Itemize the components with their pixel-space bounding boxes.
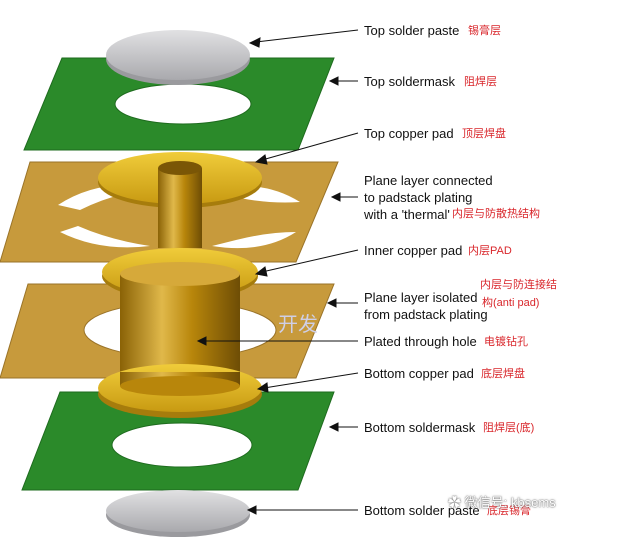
- top-copper-pad: [98, 152, 262, 248]
- label-plane-isolated-line2: from padstack plating: [364, 307, 488, 322]
- background-watermark: 开发: [278, 314, 318, 336]
- label-bottom-soldermask: Bottom soldermask: [364, 420, 476, 435]
- label-bottom-copper-pad: Bottom copper pad: [364, 366, 474, 381]
- label-plated-through-hole-cn: 电镀钻孔: [484, 336, 528, 348]
- label-plane-connected-line2: to padstack plating: [364, 190, 473, 205]
- label-bottom-copper-pad-cn: 底层焊盘: [481, 368, 525, 380]
- top-solder-paste-disc: [106, 30, 250, 85]
- label-plane-isolated-cn-line2: 构(anti pad): [482, 297, 540, 309]
- label-top-solder-paste: Top solder paste: [364, 23, 460, 38]
- label-inner-copper-pad: Inner copper pad: [364, 243, 463, 258]
- label-bottom-soldermask-cn: 阻焊层(底): [483, 422, 535, 434]
- label-plane-connected-line3: with a 'thermal': [364, 207, 450, 222]
- label-plane-isolated-line1: Plane layer isolated: [364, 290, 478, 305]
- label-top-solder-paste-cn: 锡膏层: [468, 25, 501, 37]
- label-top-copper-pad: Top copper pad: [364, 126, 454, 141]
- bottom-soldermask-layer: [21, 391, 335, 491]
- leader-arrows: [196, 29, 359, 515]
- wechat-icon: ✿: [448, 495, 462, 510]
- label-plane-connected-cn: 内层与防散热结构: [452, 208, 540, 220]
- label-bottom-solder-paste: Bottom solder paste: [364, 503, 480, 518]
- label-bottom-solder-paste-cn: 底层锡膏: [487, 505, 531, 517]
- wechat-watermark: ✿ 微信号: kbsems: [448, 492, 556, 511]
- label-plane-isolated-cn-line1: 内层与防连接结: [480, 279, 557, 291]
- label-top-copper-pad-cn: 顶层焊盘: [462, 128, 506, 140]
- label-plated-through-hole: Plated through hole: [364, 334, 477, 349]
- bottom-copper-pad: [98, 364, 262, 418]
- label-top-soldermask-cn: 阻焊层: [464, 76, 497, 88]
- label-top-soldermask: Top soldermask: [364, 74, 456, 89]
- bottom-solder-paste-disc: [106, 490, 250, 537]
- wechat-id-text: 微信号: kbsems: [464, 495, 556, 510]
- label-inner-copper-pad-cn: 内层PAD: [468, 245, 512, 257]
- label-plane-connected-line1: Plane layer connected: [364, 173, 493, 188]
